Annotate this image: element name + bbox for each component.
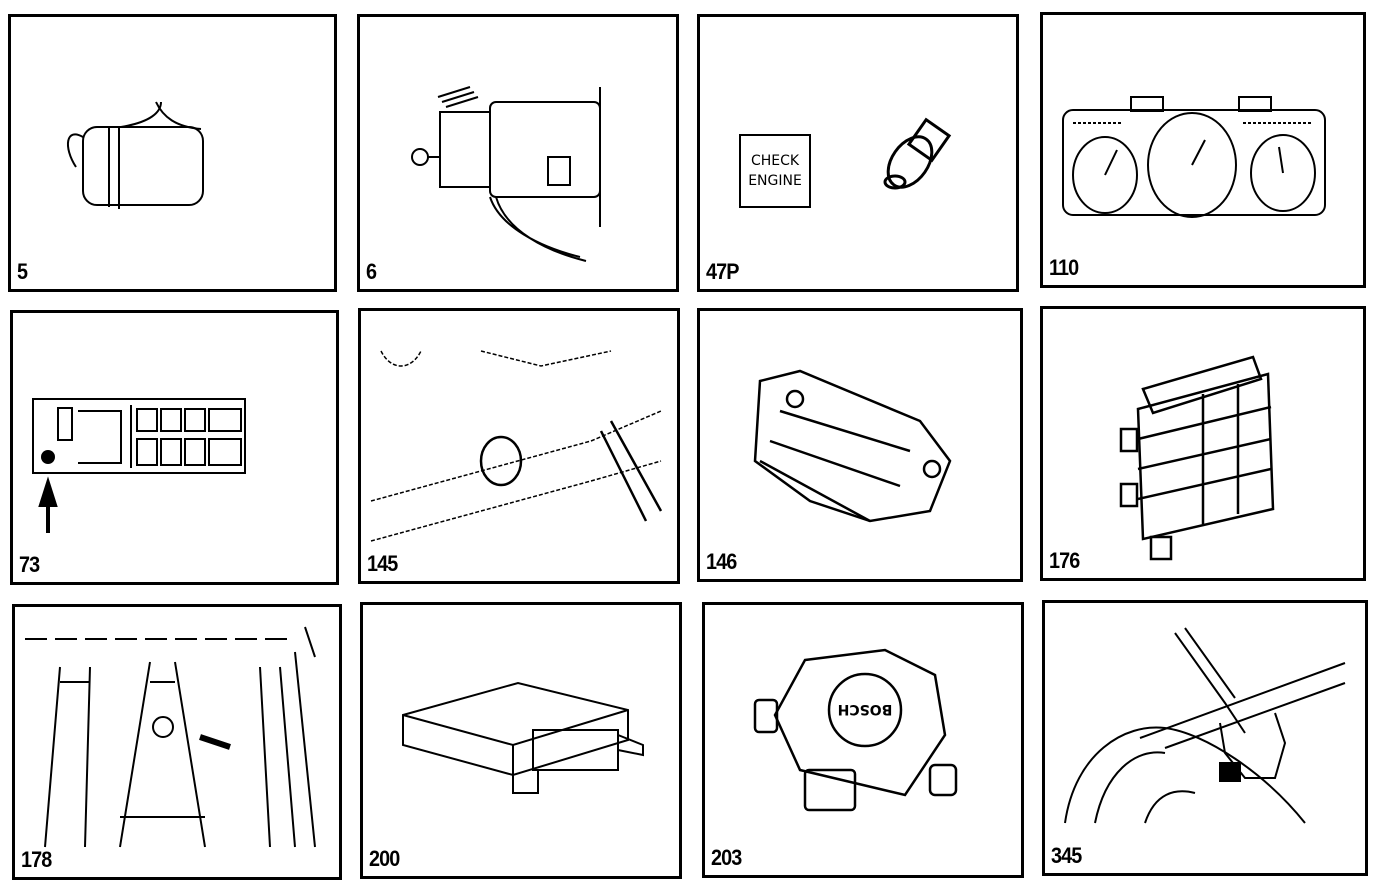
figure-label: 345 xyxy=(1051,843,1082,868)
indicator-arrow xyxy=(199,734,231,750)
ignition-module-drawing xyxy=(753,369,952,523)
lamp-text-line-1: CHECK xyxy=(751,153,800,169)
figure-panel-200: 200 xyxy=(360,602,682,879)
figure-label: 145 xyxy=(367,551,398,576)
figure-panel-203: BOSCH 203 xyxy=(702,602,1024,878)
figure-label: 176 xyxy=(1049,548,1080,573)
figure-panel-73: 73 xyxy=(10,310,339,585)
figure-panel-110: 110 xyxy=(1040,12,1366,288)
indicator-arrow xyxy=(38,476,58,533)
instrument-cluster-drawing xyxy=(1062,96,1326,218)
figure-label: 73 xyxy=(19,552,40,577)
brand-text: BOSCH xyxy=(838,701,893,717)
cylinder-drawing xyxy=(67,101,204,209)
check-engine-lamp xyxy=(739,134,811,208)
figure-panel-145: 145 xyxy=(358,308,680,584)
harness-connector-drawing xyxy=(370,350,663,542)
figure-label: 6 xyxy=(366,259,377,284)
figure-panel-178: 178 xyxy=(12,604,342,880)
bulb-socket xyxy=(883,117,952,190)
figure-panel-6: 6 xyxy=(357,14,679,292)
control-unit-drawing xyxy=(1119,355,1275,561)
figure-panel-146: 146 xyxy=(697,308,1023,582)
figure-label: 146 xyxy=(706,549,737,574)
figure-label: 178 xyxy=(21,847,52,872)
figure-label: 47P xyxy=(706,259,739,284)
figure-panel-47p: CHECK ENGINE 47P xyxy=(697,14,1019,292)
fuse-panel-drawing xyxy=(32,398,246,533)
throttle-sensor-drawing: BOSCH xyxy=(753,648,958,812)
distributor-drawing xyxy=(411,86,601,262)
check-engine-drawing: CHECK ENGINE xyxy=(739,117,952,208)
diagnostic-socket xyxy=(41,450,55,464)
figure-label: 5 xyxy=(17,259,28,284)
figure-label: 110 xyxy=(1049,255,1079,280)
figure-panel-5: 5 xyxy=(8,14,337,292)
pillar-connector-drawing xyxy=(25,626,316,848)
figure-panel-345: 345 xyxy=(1042,600,1368,876)
lamp-text-line-2: ENGINE xyxy=(748,173,802,189)
wheel-arch-drawing xyxy=(1064,627,1346,824)
ecu-drawing xyxy=(402,681,644,794)
figure-label: 203 xyxy=(711,845,742,870)
figure-label: 200 xyxy=(369,846,400,871)
figure-panel-176: 176 xyxy=(1040,306,1366,581)
